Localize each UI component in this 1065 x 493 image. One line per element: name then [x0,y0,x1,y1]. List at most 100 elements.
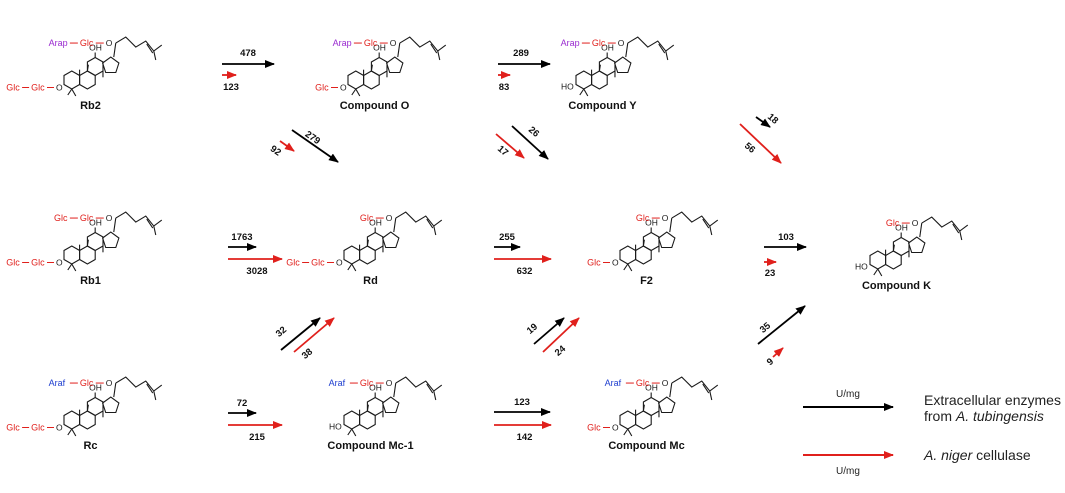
ring-a [619,245,637,265]
methyl-bond [366,404,369,412]
side-chain-bond [113,217,117,233]
compound-name: Compound O [340,100,410,112]
mc1_f2-red-arrow [542,317,580,353]
compound-name: Rb2 [80,100,101,112]
mc1_mc-black-rate: 123 [514,397,530,408]
sugar-araf: Araf [329,378,346,388]
gem-dimethyl-bond [71,88,77,97]
compound-name: Rb1 [80,275,101,287]
side-chain [115,376,163,392]
ring-c [366,231,384,252]
gem-dimethyl-bond [351,428,357,437]
oh-label: OH [89,218,102,228]
methyl-bond [86,239,89,247]
compound-name: Compound Mc [608,440,684,452]
legend: U/mg Extracellular enzymes from A. tubin… [803,389,1061,477]
double-bond [146,218,154,229]
double-bond [430,43,438,54]
c20-oxygen: O [618,38,625,48]
c3-hydroxyl: HO [855,262,868,272]
mc_k-black-arrow [757,305,806,345]
ring-d [101,231,120,249]
side-chain-methyl [153,225,157,236]
sugar-glc: Glc [54,213,68,223]
ring-a [343,410,361,430]
legend-black-unit: U/mg [836,389,860,400]
ring-a [343,245,361,265]
side-chain [395,376,443,392]
ring-d [657,396,676,414]
gem-dimethyl-bond [355,88,361,97]
gem-dimethyl-bond [71,428,77,437]
sugar-glc: Glc [6,258,20,268]
ring-d [613,56,632,74]
side-chain [671,376,719,392]
sugar-glc: Glc [587,423,601,433]
double-bond [426,383,434,394]
gem-dimethyl-bond [347,263,353,271]
oh-label: OH [373,43,386,53]
oh-label: OH [369,218,382,228]
mc_k-red-rate: 9 [765,356,776,368]
ring-a [619,410,637,430]
compound-name: Compound Y [568,100,637,112]
c3-hydroxyl: HO [561,82,574,92]
c3-oxygen: O [340,83,347,93]
f2_k-black-rate: 103 [778,232,794,243]
y_k-red-arrow [739,123,782,164]
methyl-bond [642,239,645,247]
sugar-glc: Glc [80,38,94,48]
side-chain-bond [393,382,397,398]
double-bond [702,383,710,394]
ring-d [385,56,404,74]
c3-hydroxyl: HO [329,422,342,432]
side-chain [921,216,969,232]
side-chain-bond [669,382,673,398]
c20-oxygen: O [386,213,393,223]
side-chain-bond [393,217,397,233]
oh-label: OH [895,223,908,233]
o_rd-black-arrow [291,129,339,163]
oh-label: OH [645,218,658,228]
sugar-glc: Glc [31,423,45,433]
f2_k-red-rate: 23 [765,268,776,279]
c20-oxygen: O [106,213,113,223]
methyl-bond [598,64,601,72]
ring-c [86,231,104,252]
gem-dimethyl-bond [67,88,73,96]
mc1_mc-red-rate: 142 [517,432,533,443]
ring-a [869,250,887,270]
mc1_f2-black-rate: 19 [525,321,540,336]
side-chain-methyl [665,50,669,61]
o_f2-red-arrow [495,133,525,159]
legend-red-label: A. niger cellulase [923,447,1031,463]
sugar-glc: Glc [311,258,325,268]
o_y-red-rate: 83 [499,82,510,93]
double-bond [952,223,960,234]
side-chain-methyl [153,50,157,61]
rb1_rd-red-rate: 3028 [246,266,267,277]
side-chain-methyl [709,225,713,236]
side-chain [115,211,163,227]
c20-oxygen: O [386,378,393,388]
c3-oxygen: O [612,423,619,433]
ring-a [63,70,81,90]
sugar-glc: Glc [360,213,374,223]
sugar-araf: Araf [605,378,622,388]
gem-dimethyl-bond [67,428,73,436]
side-chain-bond [625,42,629,58]
methyl-bond [86,404,89,412]
gem-dimethyl-bond [623,428,629,436]
o_y-black-rate: 289 [513,48,529,59]
side-chain-methyl [433,390,437,401]
sugar-glc: Glc [886,218,900,228]
side-chain-bond [919,222,923,238]
rc_rd-black-rate: 32 [274,324,289,339]
